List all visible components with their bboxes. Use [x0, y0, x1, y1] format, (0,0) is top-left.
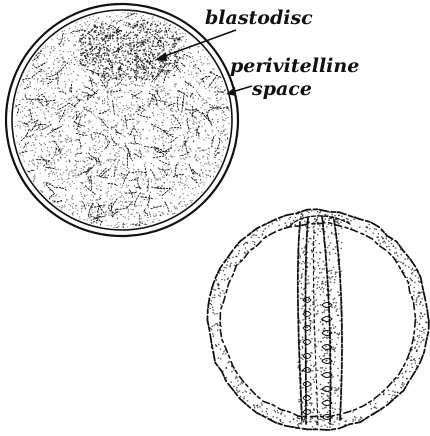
label-space: space [251, 78, 312, 100]
egg-early-stage [6, 4, 238, 237]
inner-ring-dashed [220, 222, 415, 417]
label-perivitelline: perivitelline [230, 55, 359, 77]
label-blastodisc: blastodisc [205, 7, 313, 29]
blastodisc-region [79, 20, 180, 81]
arrowhead-blastodisc [155, 52, 167, 61]
label-perivitelline-group: perivitelline space [226, 55, 359, 100]
egg-later-stage [207, 209, 429, 430]
embryonic-axis [290, 214, 350, 426]
